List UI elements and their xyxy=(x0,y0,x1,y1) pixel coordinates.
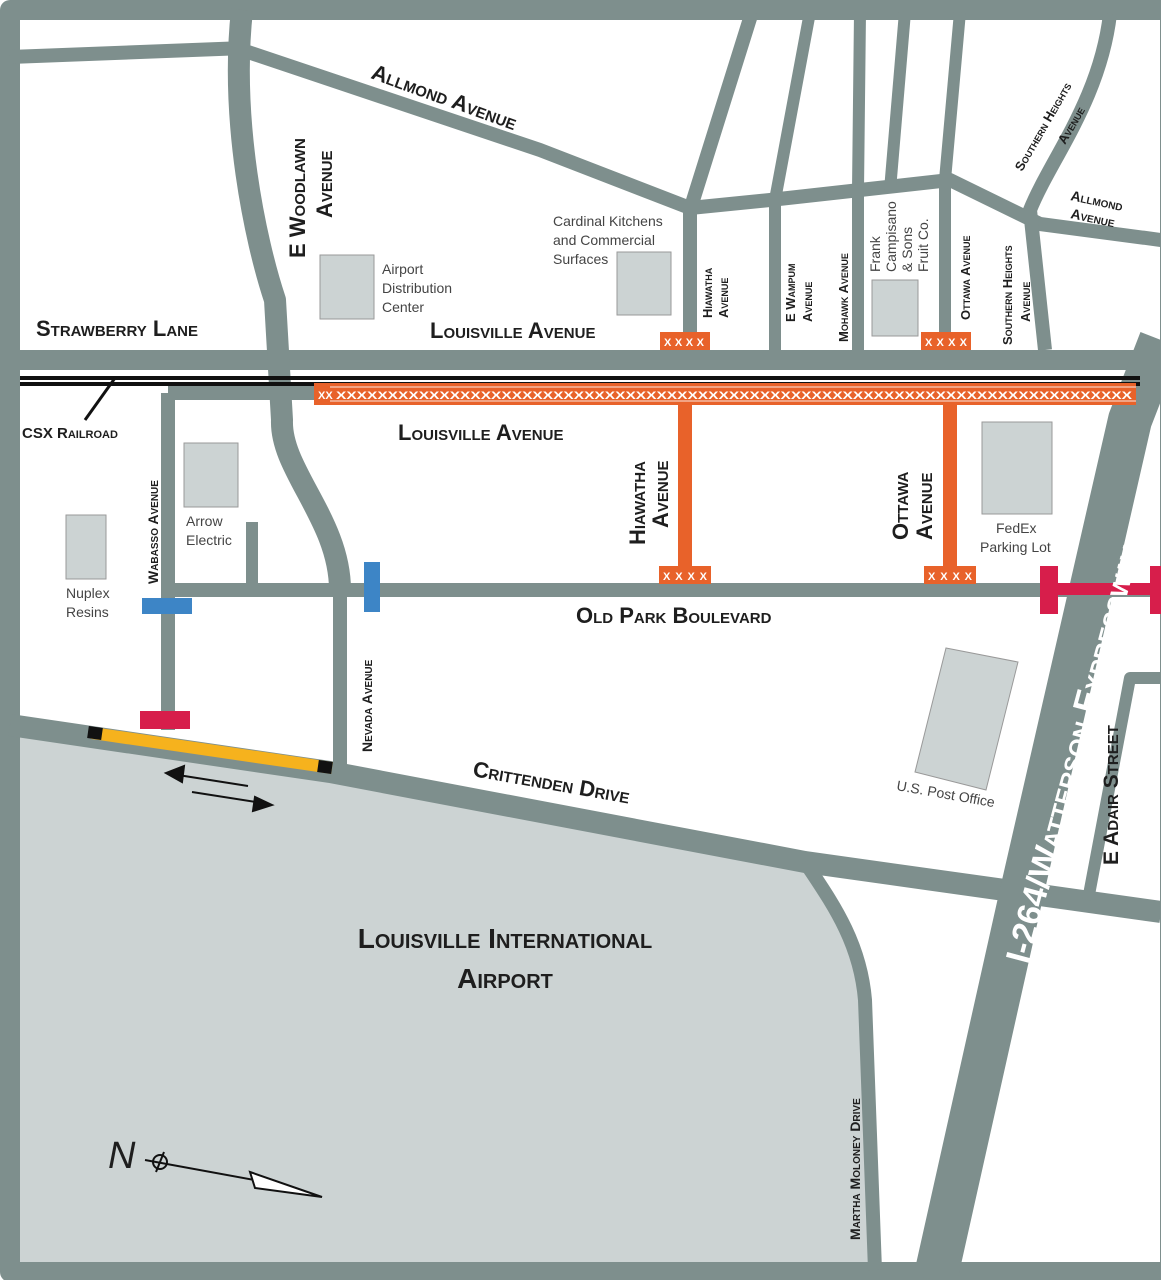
closure-hiawatha-top xyxy=(660,332,710,350)
closure-hiawatha xyxy=(678,405,692,570)
svg-text:Nuplex: Nuplex xyxy=(66,585,110,601)
label-southern-heights-2: Avenue xyxy=(1018,282,1033,322)
place-arrow-electric: Arrow Electric xyxy=(186,513,232,548)
svg-text:& Sons: & Sons xyxy=(899,227,915,272)
closure-louisville-avenue xyxy=(314,383,1136,405)
svg-text:Distribution: Distribution xyxy=(382,280,452,296)
label-old-park: Old Park Boulevard xyxy=(576,603,772,628)
label-woodlawn-2: Avenue xyxy=(312,150,337,218)
svg-text:Campisano: Campisano xyxy=(883,201,899,272)
road-hiawatha-top xyxy=(683,9,759,340)
building-nuplex xyxy=(65,514,107,580)
road-wampum-top xyxy=(769,10,816,350)
red-markers xyxy=(140,566,1161,729)
label-hiawatha-top-2: Avenue xyxy=(716,278,731,318)
closure-hiawatha-end xyxy=(659,566,711,584)
label-southern-heights-1: Southern Heights xyxy=(1000,245,1015,345)
building-cardinal-kitchens xyxy=(616,251,672,316)
svg-text:Fruit Co.: Fruit Co. xyxy=(915,218,931,272)
closure-ottawa-top xyxy=(921,332,971,350)
svg-text:Parking Lot: Parking Lot xyxy=(980,539,1051,555)
closure-mark-start: XX xyxy=(318,390,333,402)
label-adair: E Adair Street xyxy=(1100,725,1123,865)
label-martha-moloney: Martha Moloney Drive xyxy=(847,1098,863,1240)
label-hiawatha-top-1: Hiawatha xyxy=(700,267,715,318)
building-airport-distribution xyxy=(319,254,375,320)
svg-text:Frank: Frank xyxy=(867,235,883,272)
road-e-adair xyxy=(1082,672,1161,902)
label-csx-railroad: CSX Railroad xyxy=(22,425,118,442)
place-nuplex-resins: Nuplex Resins xyxy=(66,585,110,620)
label-ottawa-top: Ottawa Avenue xyxy=(958,236,973,320)
closure-hatch xyxy=(330,386,1136,402)
road-e-woodlawn xyxy=(227,8,351,591)
label-airport-2: Airport xyxy=(457,963,553,994)
detour-segment xyxy=(87,726,333,774)
label-woodlawn-1: E Woodlawn xyxy=(285,138,310,258)
airport-area xyxy=(10,725,872,1270)
blue-marker-nevada xyxy=(364,562,380,612)
detour-line xyxy=(91,727,333,774)
svg-text:Cardinal Kitchens: Cardinal Kitchens xyxy=(553,213,663,229)
north-arrow: N xyxy=(108,1135,323,1198)
csx-leader-line xyxy=(83,377,117,421)
road-upper-ottawa-link xyxy=(884,11,911,191)
svg-text:and Commercial: and Commercial xyxy=(553,232,655,248)
label-wampum-2: Avenue xyxy=(800,282,815,322)
building-fedex xyxy=(981,421,1053,515)
label-ottawa-mid-1: Ottawa xyxy=(888,471,913,540)
label-hiawatha-mid-2: Avenue xyxy=(648,460,673,528)
place-cardinal-kitchens: Cardinal Kitchens and Commercial Surface… xyxy=(553,213,663,267)
label-ottawa-mid-2: Avenue xyxy=(912,472,937,540)
svg-text:Electric: Electric xyxy=(186,532,232,548)
label-louisville-south: Louisville Avenue xyxy=(398,420,563,445)
closure-segments xyxy=(314,332,1136,584)
road-top-left xyxy=(9,41,246,64)
closure-ottawa-end xyxy=(924,566,976,584)
building-post-office xyxy=(914,647,1019,791)
building-frank-campisano xyxy=(871,279,919,337)
label-strawberry-lane: Strawberry Lane xyxy=(36,316,198,341)
label-mohawk: Mohawk Avenue xyxy=(836,253,851,342)
label-wampum-1: E Wampum xyxy=(783,263,798,322)
svg-text:Center: Center xyxy=(382,299,424,315)
svg-text:Resins: Resins xyxy=(66,604,109,620)
place-fedex: FedEx Parking Lot xyxy=(980,520,1051,555)
road-martha-moloney xyxy=(799,858,882,1271)
red-marker-expressway xyxy=(1040,566,1058,614)
svg-text:Airport: Airport xyxy=(382,261,423,277)
red-marker-expressway-bar xyxy=(1058,583,1156,595)
svg-text:Arrow: Arrow xyxy=(186,513,223,529)
label-hiawatha-mid-1: Hiawatha xyxy=(625,461,650,545)
closure-ottawa xyxy=(943,405,957,570)
label-louisville-north: Louisville Avenue xyxy=(430,318,595,343)
svg-text:Surfaces: Surfaces xyxy=(553,251,608,267)
road-expressway xyxy=(913,332,1161,1280)
place-airport-distribution: Airport Distribution Center xyxy=(382,261,452,315)
buildings xyxy=(65,251,1053,791)
red-marker-wabasso xyxy=(140,711,190,729)
svg-text:FedEx: FedEx xyxy=(996,520,1036,536)
road-southern-heights-top xyxy=(1023,13,1117,351)
blue-markers xyxy=(142,562,380,614)
building-arrow-electric xyxy=(183,442,239,508)
place-frank-campisano: Frank Campisano & Sons Fruit Co. xyxy=(867,201,931,272)
label-airport-1: Louisville International xyxy=(358,923,653,954)
blue-marker-wabasso xyxy=(142,598,192,614)
label-nevada: Nevada Avenue xyxy=(359,659,375,752)
road-ottawa-top xyxy=(939,11,966,340)
road-mohawk-top xyxy=(852,11,866,350)
closure-mark-louisville: XXXXXXXXXXXXXXXXXXXXXXXXXXXXXXXXXXXXXXXX… xyxy=(336,390,1133,402)
north-label: N xyxy=(108,1135,136,1177)
label-wabasso: Wabasso Avenue xyxy=(145,480,161,584)
red-marker-expressway-right xyxy=(1150,566,1161,614)
two-way-arrow xyxy=(163,764,275,813)
